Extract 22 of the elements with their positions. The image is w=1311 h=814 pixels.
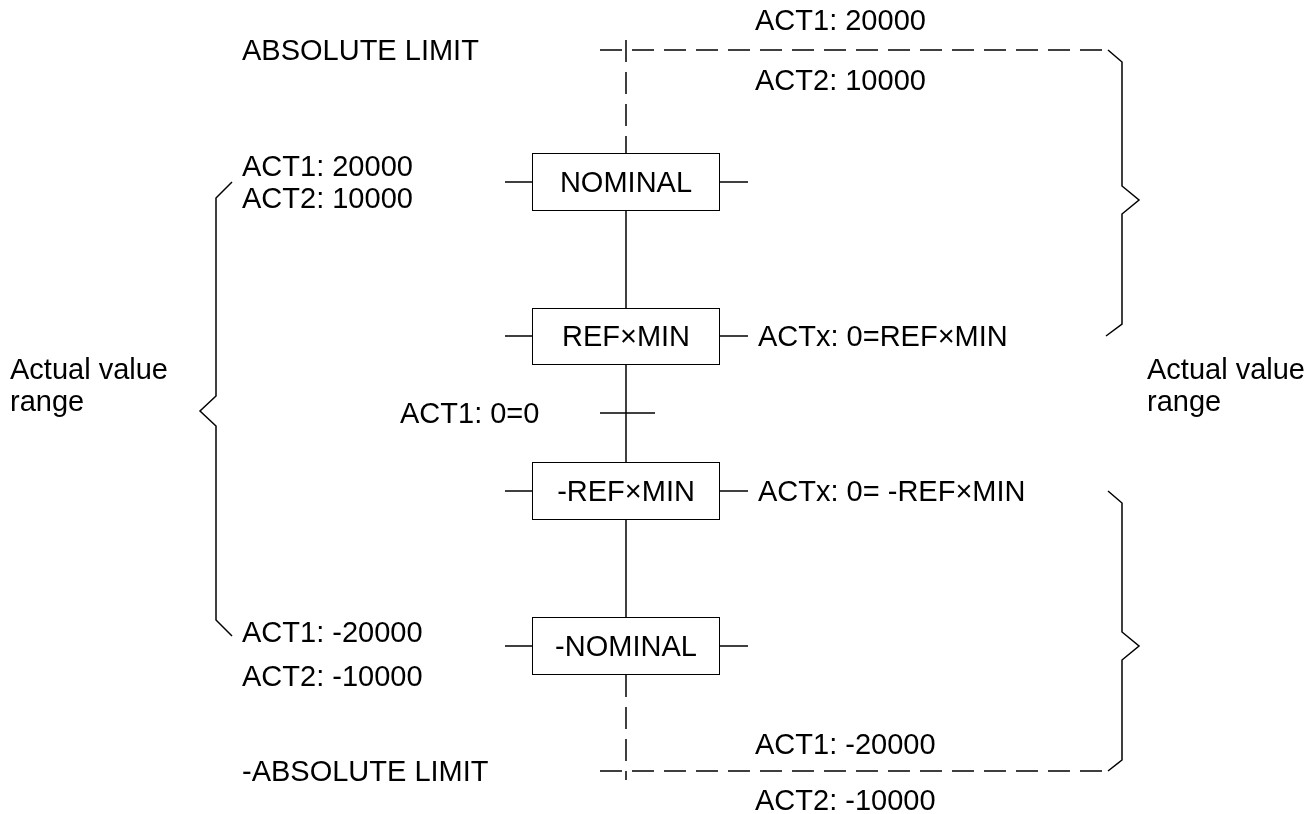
scale-label: ACT1: 20000 — [755, 4, 926, 36]
scale-label: ACTx: 0= -REF×MIN — [758, 475, 1026, 507]
scale-label: ACT2: 10000 — [755, 64, 926, 96]
range-label: Actual value range — [10, 353, 169, 417]
scale-label: ABSOLUTE LIMIT — [242, 34, 479, 66]
scale-label: ACT2: 10000 — [242, 182, 413, 214]
value-box: REF×MIN — [532, 308, 720, 365]
scale-label: -ABSOLUTE LIMIT — [242, 755, 489, 787]
scale-label: ACT1: 0=0 — [400, 397, 540, 429]
scale-label: ACT1: -20000 — [755, 728, 936, 760]
scale-label: ACTx: 0=REF×MIN — [758, 320, 1008, 352]
scale-label: ACT1: 20000 — [242, 150, 413, 182]
axis-line — [625, 364, 627, 463]
axis-line — [625, 519, 627, 618]
value-box: NOMINAL — [532, 153, 720, 211]
scale-label: ACT1: -20000 — [242, 616, 423, 648]
value-box: -REF×MIN — [532, 462, 720, 520]
scale-label: ACT2: -10000 — [755, 784, 936, 814]
range-label: Actual value range — [1147, 353, 1306, 417]
scale-label: ACT2: -10000 — [242, 660, 423, 692]
value-box: -NOMINAL — [532, 617, 720, 675]
axis-line — [625, 210, 627, 309]
